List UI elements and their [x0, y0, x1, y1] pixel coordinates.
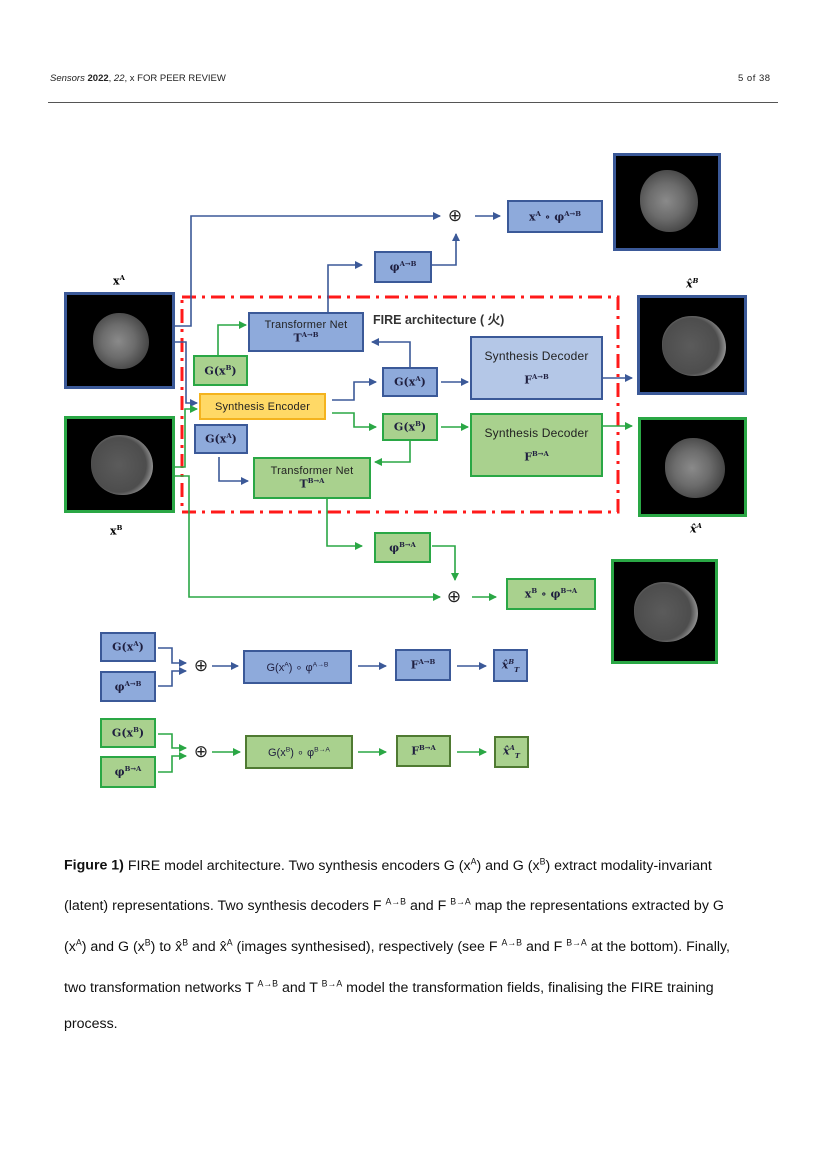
- brain-ct-warped: [634, 582, 698, 642]
- header-divider: [48, 102, 778, 103]
- box-warp-a: xA ∘ φA→B: [507, 200, 603, 233]
- row2-input-g: G(xB): [100, 718, 156, 748]
- connector-gxb-tab: [217, 321, 247, 355]
- connector-gxa-tba: [218, 457, 249, 485]
- connector-tab-phi: [327, 261, 363, 322]
- row2-input-phi: φB→A: [100, 756, 156, 788]
- box-transformer-ab: Transformer Net TA→B: [248, 312, 364, 352]
- image-xhatb: [637, 295, 747, 395]
- connector-xa-encoder: [175, 341, 198, 407]
- box-phi-ba: φB→A: [374, 532, 431, 563]
- connector-gxb-tba: [374, 441, 411, 466]
- connector-gxa-tab: [371, 338, 411, 368]
- box-g-xa-lower: G(xA): [194, 424, 248, 454]
- brain-mri-xa: [93, 313, 149, 369]
- caption-line-4: two transformation networks T A→B and T …: [64, 978, 714, 996]
- box-decoder-ab: Synthesis Decoder FA→B: [470, 336, 603, 400]
- plus-operator-bottom: ⊕: [445, 587, 463, 607]
- brain-ct-xb: [91, 435, 153, 495]
- box-g-xb: G(xB): [382, 413, 438, 441]
- header-rest: , x FOR PEER REVIEW: [124, 73, 226, 84]
- connector-encoder-gxb: [332, 412, 377, 431]
- box-synthesis-encoder: Synthesis Encoder: [199, 393, 326, 420]
- journal-volume: 22: [113, 73, 125, 84]
- journal-name: Sensors: [50, 73, 85, 84]
- row1-combined: G(xA) ∘ φA→B: [243, 650, 352, 684]
- connector-xb-encoder: [175, 405, 198, 468]
- image-xa: [64, 292, 175, 389]
- image-xhata: [638, 417, 747, 517]
- box-warp-b: xB ∘ φB→A: [506, 578, 596, 610]
- caption-line-1: Figure 1) FIRE model architecture. Two s…: [64, 856, 712, 874]
- connector-phi-plus: [432, 233, 460, 266]
- caption-line-2: (latent) representations. Two synthesis …: [64, 896, 724, 915]
- connector-phi-plus-b: [432, 545, 459, 581]
- row1-input-g: G(xA): [100, 632, 156, 662]
- label-xa: xA: [113, 274, 125, 288]
- row1-input-phi: φA→B: [100, 671, 156, 702]
- row1-plus: ⊕: [192, 656, 210, 676]
- box-g-xa: G(xA): [382, 367, 438, 397]
- box-phi-ab: φA→B: [374, 251, 432, 283]
- figure-caption: Figure 1) FIRE model architecture. Two s…: [64, 843, 776, 1042]
- box-transformer-ba: Transformer Net TB→A: [253, 457, 371, 499]
- row1-output: x̂BT: [493, 649, 528, 682]
- row2-decoder: FB→A: [396, 735, 451, 767]
- row2-combined: G(xB) ∘ φB→A: [245, 735, 353, 769]
- caption-line-5: process.: [64, 1015, 118, 1032]
- connector-r2-in1: [158, 733, 187, 752]
- box-g-xb-upper: G(xB): [193, 355, 248, 386]
- fire-region-border: [180, 295, 620, 514]
- image-xb: [64, 416, 175, 513]
- row2-plus: ⊕: [192, 742, 210, 762]
- connector-xa-skip: [175, 212, 441, 327]
- brain-mri-xhata: [665, 438, 725, 498]
- image-warped-xb: [611, 559, 718, 664]
- connector-r1-in1: [158, 647, 187, 667]
- label-xhatb: x̂B: [686, 277, 699, 291]
- brain-mri-warped: [640, 170, 698, 232]
- label-xb: xB: [110, 524, 123, 538]
- connector-r1-in2: [158, 667, 187, 687]
- label-xhata: x̂A: [690, 522, 702, 536]
- box-decoder-ba: Synthesis Decoder FB→A: [470, 413, 603, 477]
- page-number: 5 of 38: [738, 73, 771, 84]
- running-header: Sensors 2022, 22, x FOR PEER REVIEW: [50, 73, 226, 84]
- plus-operator-top: ⊕: [446, 206, 464, 226]
- architecture-connectors: [158, 212, 633, 773]
- caption-line-3: (xA) and G (xB) to x̂B and x̂A (images s…: [64, 937, 730, 956]
- fire-region-title: FIRE architecture ( 火): [373, 313, 505, 327]
- image-warped-xa: [613, 153, 721, 251]
- row2-output: x̂AT: [494, 736, 529, 768]
- journal-year: 2022: [87, 73, 109, 84]
- connector-tba-phi: [326, 499, 363, 550]
- connector-xb-skip: [175, 475, 441, 601]
- row1-decoder: FA→B: [395, 649, 451, 681]
- caption-label: Figure 1): [64, 857, 124, 874]
- brain-ct-xhatb: [662, 316, 726, 376]
- connector-r2-in2: [158, 752, 187, 773]
- connector-encoder-gxa: [332, 378, 377, 401]
